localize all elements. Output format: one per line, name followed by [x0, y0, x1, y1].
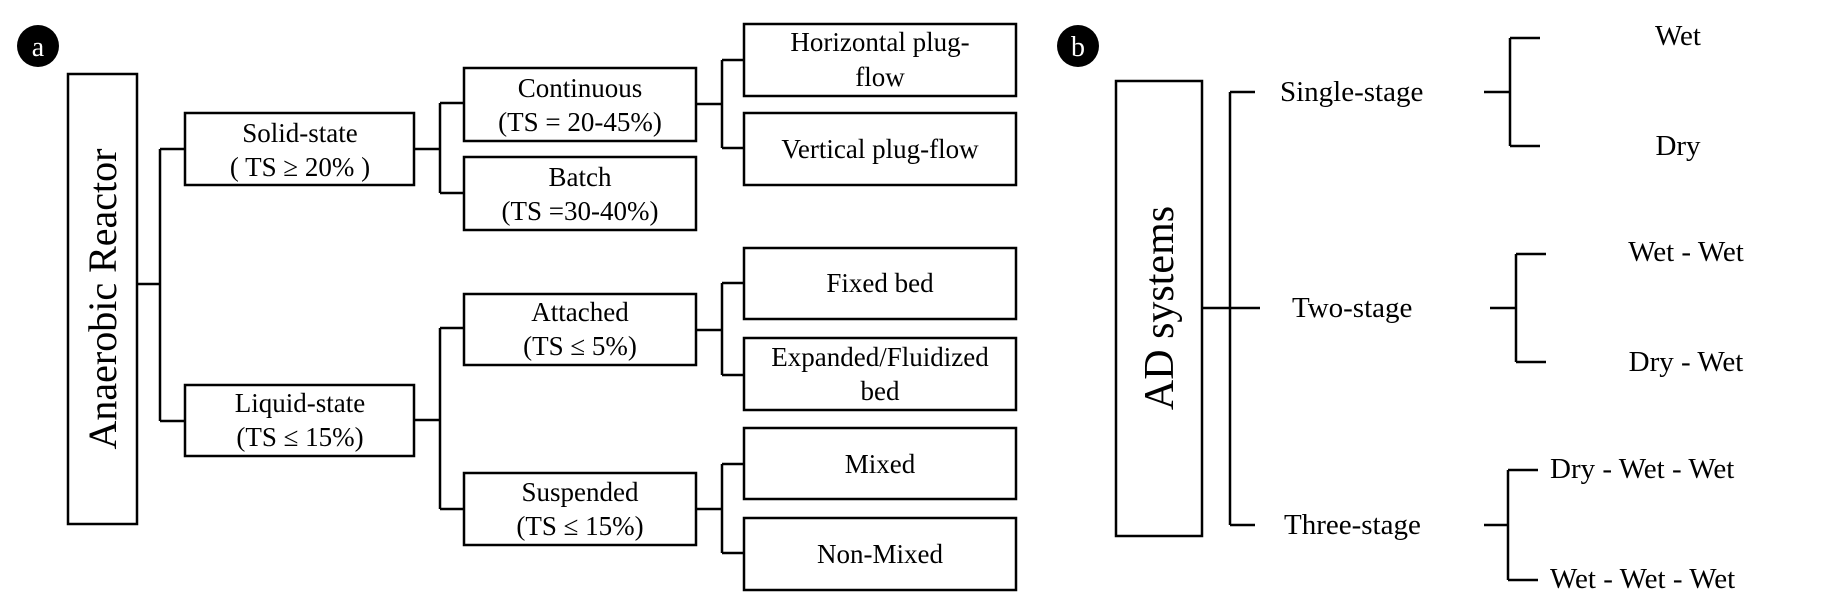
expanded-fluidized-bed-box — [742, 336, 1018, 412]
mixed-label: Mixed — [845, 449, 916, 479]
mixed-box — [742, 426, 1018, 501]
anaerobic-reactor-box — [66, 72, 139, 526]
panel-b-badge — [1057, 25, 1099, 67]
single-stage-label: Single-stage — [1280, 76, 1423, 108]
non-mixed-box — [742, 516, 1018, 592]
attached-title: Attached — [531, 297, 629, 327]
three-stage-dry-wet-wet: Dry - Wet - Wet — [1550, 453, 1734, 485]
three-stage-label: Three-stage — [1284, 509, 1421, 541]
batch-ts: (TS =30-40%) — [502, 196, 659, 226]
continuous-box — [462, 66, 698, 143]
continuous-ts: (TS = 20-45%) — [498, 107, 662, 137]
ad-systems-box — [1114, 79, 1204, 538]
single-stage-wet: Wet — [1655, 20, 1701, 52]
panel-a-badge — [17, 25, 59, 67]
horizontal-plug-flow-line1: Horizontal plug- — [790, 27, 969, 57]
panel-a-badge-label: a — [32, 32, 45, 63]
fixed-bed-label: Fixed bed — [826, 268, 934, 298]
liquid-state-ts: (TS ≤ 15%) — [236, 422, 363, 452]
two-stage-label: Two-stage — [1292, 292, 1412, 324]
liquid-state-box — [183, 383, 416, 458]
suspended-ts: (TS ≤ 15%) — [516, 511, 643, 541]
solid-state-title: Solid-state — [242, 118, 358, 148]
suspended-box — [462, 471, 698, 547]
panel-b-badge-label: b — [1071, 32, 1085, 63]
expanded-fluidized-bed-line1: Expanded/Fluidized — [771, 342, 989, 372]
batch-title: Batch — [549, 162, 612, 192]
single-stage-dry: Dry — [1655, 130, 1701, 162]
panel-a: a Anaerobic Reactor Solid-state ( TS ≥ 2… — [17, 22, 1018, 592]
expanded-fluidized-bed-line2: bed — [861, 376, 900, 406]
fixed-bed-box — [742, 246, 1018, 321]
liquid-state-title: Liquid-state — [235, 388, 365, 418]
vertical-plug-flow-box — [742, 111, 1018, 187]
two-stage-dry-wet: Dry - Wet — [1629, 346, 1744, 378]
horizontal-plug-flow-line2: flow — [855, 62, 905, 92]
three-stage-wet-wet-wet: Wet - Wet - Wet — [1550, 563, 1735, 595]
horizontal-plug-flow-box — [742, 22, 1018, 98]
solid-state-ts: ( TS ≥ 20% ) — [230, 152, 370, 182]
batch-box — [462, 155, 698, 232]
attached-ts: (TS ≤ 5%) — [523, 331, 637, 361]
suspended-title: Suspended — [522, 477, 639, 507]
ad-systems-label: AD systems — [1137, 206, 1183, 410]
attached-box — [462, 292, 698, 367]
vertical-plug-flow-label: Vertical plug-flow — [781, 134, 979, 164]
non-mixed-label: Non-Mixed — [817, 539, 943, 569]
two-stage-wet-wet: Wet - Wet — [1628, 236, 1744, 268]
panel-b: b AD systems Single-stage Two-stage Thre… — [1057, 20, 1744, 595]
continuous-title: Continuous — [518, 73, 643, 103]
anaerobic-reactor-label: Anaerobic Reactor — [80, 149, 125, 450]
